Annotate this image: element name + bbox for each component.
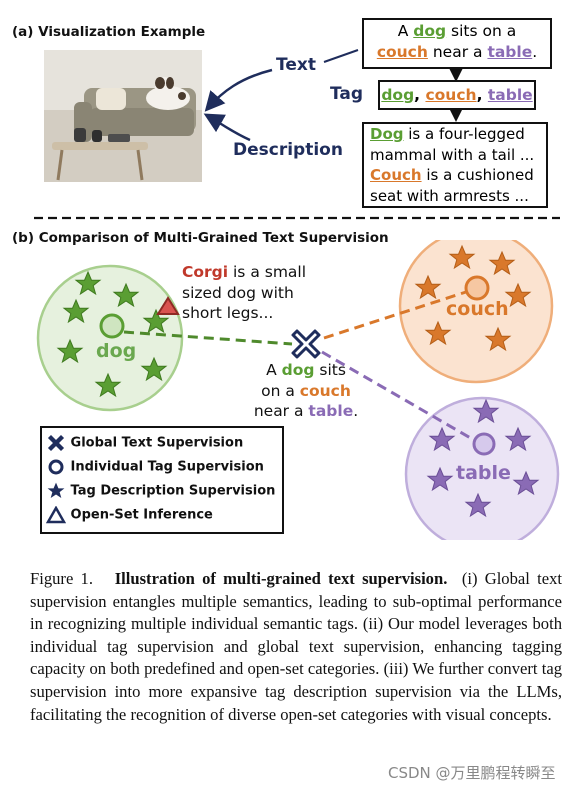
cluster-label-couch: couch <box>446 298 509 320</box>
couch-circle-icon <box>464 275 490 301</box>
legend-label: Open-Set Inference <box>70 507 213 523</box>
section-b-title: (b) Comparison of Multi-Grained Text Sup… <box>12 230 389 246</box>
label-tag: Tag <box>330 84 364 104</box>
legend-item-global: Global Text Supervision <box>46 434 243 452</box>
legend-label: Global Text Supervision <box>70 435 244 451</box>
center-text: . <box>353 402 359 420</box>
legend-label: Tag Description Supervision <box>70 483 276 499</box>
description-box: Dog is a four-legged mammal with a tail … <box>362 122 548 208</box>
center-text: sits <box>314 361 346 379</box>
living-room-photo <box>44 50 202 182</box>
caption-body: (i) Global text supervision entangles mu… <box>30 569 562 724</box>
tag-couch: couch <box>425 86 477 104</box>
center-line-1: A dog sits <box>252 360 360 381</box>
table-circle-icon <box>472 432 496 456</box>
text-segment: near a <box>427 43 488 61</box>
description-line-4: seat with armrests ... <box>370 186 529 205</box>
tag-separator: , <box>414 86 426 104</box>
legend-label: Individual Tag Supervision <box>70 459 264 475</box>
text-box: A dog sits on a couch near a table. <box>362 18 552 69</box>
label-text: Text <box>276 55 316 75</box>
star-icon <box>47 482 65 498</box>
caption-title: Illustration of multi-grained text super… <box>114 569 448 588</box>
dog-circle-icon <box>99 313 125 339</box>
corgi-text: is a small <box>228 263 307 281</box>
open-set-triangle-icon <box>156 296 180 315</box>
legend-item-individual: Individual Tag Supervision <box>46 458 264 476</box>
table-word: table <box>487 43 533 61</box>
section-a-arrows <box>34 49 560 220</box>
desc-couch-word: Couch <box>370 166 422 185</box>
corgi-line-3: short legs... <box>182 304 274 322</box>
legend-box: Global Text Supervision Individual Tag S… <box>40 426 284 534</box>
desc-text: is a four-legged <box>403 125 525 143</box>
center-text: A <box>266 361 282 379</box>
corgi-word: Corgi <box>182 263 229 281</box>
desc-dog-word: Dog <box>370 125 404 143</box>
desc-text: is a cushioned <box>421 166 534 185</box>
text-segment: . <box>532 43 538 61</box>
caption-figure-number: Figure 1. <box>30 569 93 588</box>
dog-word: dog <box>413 22 447 40</box>
cluster-label-dog: dog <box>96 340 137 362</box>
description-line-1: Dog is a four-legged <box>370 124 546 145</box>
tag-box: dog, couch, table <box>378 80 536 110</box>
center-dog-word: dog <box>281 361 315 379</box>
center-line-3: near a table. <box>252 401 360 422</box>
text-segment: sits on a <box>446 22 517 40</box>
supervision-diagram <box>36 240 560 540</box>
triangle-icon <box>45 505 67 524</box>
cross-icon <box>47 434 65 452</box>
label-description: Description <box>233 140 343 160</box>
corgi-line-1: Corgi is a small <box>182 262 306 283</box>
figure-caption: Figure 1. Illustration of multi-grained … <box>30 568 562 726</box>
global-cross-icon <box>291 329 321 359</box>
tag-separator: , <box>476 86 488 104</box>
center-line-2: on a couch <box>252 381 360 402</box>
center-text: near a <box>253 402 309 420</box>
corgi-line-2: sized dog with <box>182 283 294 302</box>
text-segment: A <box>397 22 414 40</box>
watermark: CSDN @万里鹏程转瞬至 <box>388 764 556 782</box>
description-line-2: mammal with a tail ... <box>370 145 535 164</box>
global-text-sentence: A dog sits on a couch near a table. <box>252 360 360 422</box>
center-table-word: table <box>308 402 354 420</box>
section-a-title: (a) Visualization Example <box>12 24 206 40</box>
cluster-label-table: table <box>456 462 511 484</box>
center-couch-word: couch <box>299 381 351 400</box>
description-line-3: Couch is a cushioned <box>370 165 546 186</box>
tag-table: table <box>487 86 533 104</box>
legend-item-description: Tag Description Supervision <box>46 482 275 500</box>
center-text: on a <box>261 381 300 400</box>
tag-dog: dog <box>381 86 415 104</box>
couch-word: couch <box>376 43 428 61</box>
legend-item-open-set: Open-Set Inference <box>45 505 213 524</box>
couch-cluster <box>398 240 554 384</box>
circle-icon <box>48 459 64 475</box>
corgi-description: Corgi is a small sized dog with short le… <box>182 262 306 324</box>
